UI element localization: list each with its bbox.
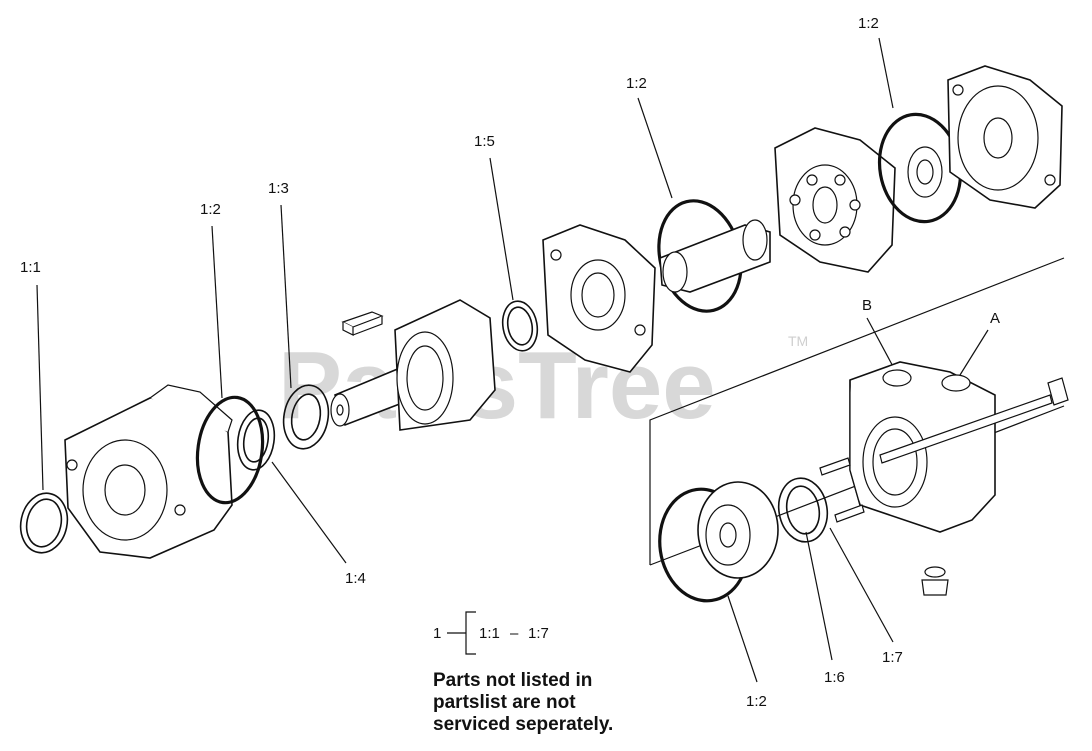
front-housing (64, 384, 233, 559)
legend-range-end: 1:7 (528, 625, 549, 642)
valve-plate (697, 481, 779, 579)
watermark-trademark: TM (788, 333, 808, 349)
o-ring-1-2-left (195, 395, 265, 505)
callout-1-2-bottom: 1:2 (746, 693, 767, 710)
o-ring-1-5 (501, 300, 539, 352)
legend-dash: – (510, 625, 519, 642)
port-a (941, 374, 971, 392)
port-a-label: A (990, 310, 1000, 327)
end-cap (947, 65, 1063, 209)
legend-range-start: 1:1 (479, 625, 500, 642)
callout-1-2-top: 1:2 (858, 15, 879, 32)
bearing-plate (542, 224, 656, 373)
service-note: Parts not listed in partslist are not se… (433, 670, 673, 736)
star-gear (907, 146, 943, 198)
seal-1-7 (777, 477, 829, 543)
callout-1-2-left: 1:2 (200, 201, 221, 218)
geroler-plate (774, 127, 896, 273)
callout-1-1: 1:1 (20, 259, 41, 276)
service-note-line-3: serviced seperately. (433, 714, 614, 735)
legend-bracket: 1 1:1 – 1:7 (433, 611, 549, 655)
washer-1-3 (282, 384, 330, 450)
service-note-line-1: Parts not listed in (433, 670, 593, 691)
callout-1-3: 1:3 (268, 180, 289, 197)
shaft-key (341, 311, 384, 336)
seal-1-4 (236, 409, 276, 471)
long-bolt (879, 377, 1069, 464)
seal-ring-1-1 (19, 492, 69, 554)
legend-parent: 1 (433, 625, 441, 642)
callout-1-5: 1:5 (474, 133, 495, 150)
port-b-label: B (862, 297, 872, 314)
callout-1-4: 1:4 (345, 570, 366, 587)
splined-drive-shaft (659, 219, 771, 293)
callout-1-7: 1:7 (882, 649, 903, 666)
drain-plug (921, 566, 949, 596)
shaft-bearing-assembly (330, 299, 496, 431)
callout-1-6: 1:6 (824, 669, 845, 686)
service-note-line-2: partslist are not (433, 692, 576, 713)
callout-1-2-middle: 1:2 (626, 75, 647, 92)
alignment-pins (819, 457, 865, 523)
port-b (882, 369, 912, 387)
